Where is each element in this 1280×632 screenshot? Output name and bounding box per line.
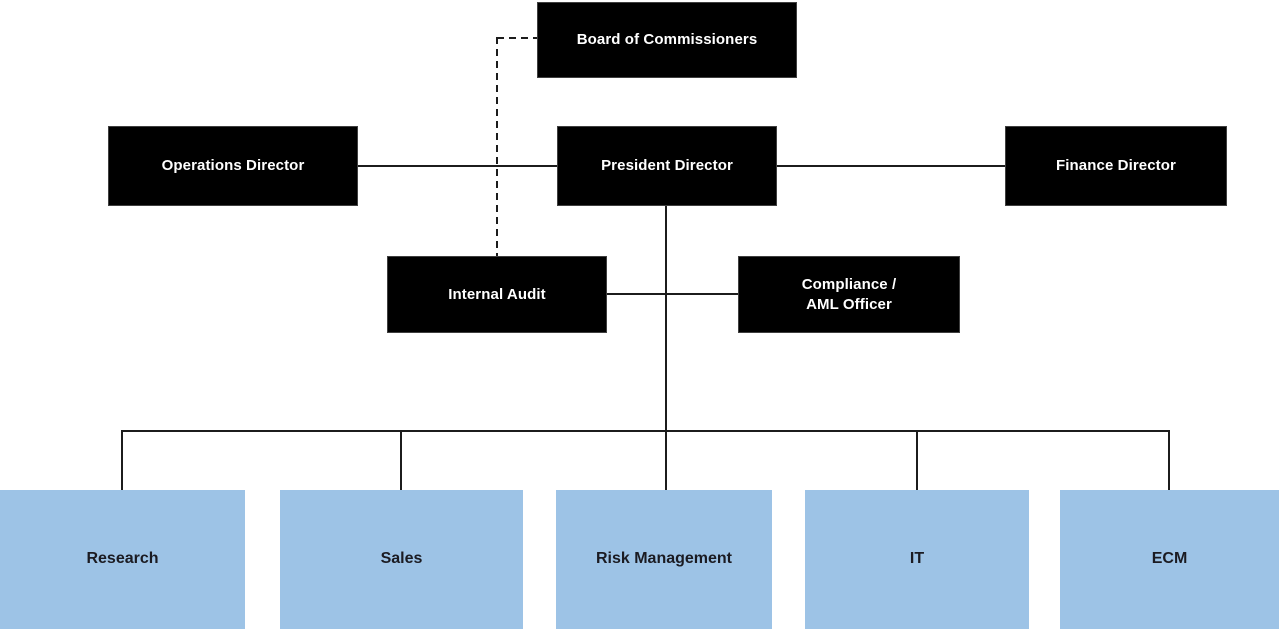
- connector-president-vertical-trunk: [665, 206, 667, 490]
- connector-drop-research: [121, 430, 123, 490]
- node-it-label: IT: [909, 550, 925, 568]
- node-risk-management-label: Risk Management: [595, 550, 733, 568]
- node-ecm-label: ECM: [1151, 550, 1188, 568]
- node-ecm: ECM: [1060, 490, 1279, 629]
- connector-departments-bar: [121, 430, 1170, 432]
- node-board-of-commissioners: Board of Commissioners: [537, 2, 797, 78]
- connector-internal-audit-to-compliance: [607, 293, 738, 295]
- node-research-label: Research: [86, 550, 159, 568]
- node-operations-director-label: Operations Director: [161, 157, 305, 175]
- node-board-of-commissioners-label: Board of Commissioners: [576, 31, 758, 49]
- node-it: IT: [805, 490, 1029, 629]
- connector-board-to-internal-audit-dashed-vertical: [496, 37, 498, 256]
- node-finance-director-label: Finance Director: [1056, 157, 1176, 175]
- node-internal-audit-label: Internal Audit: [448, 285, 546, 303]
- node-sales-label: Sales: [380, 550, 423, 568]
- connector-drop-sales: [400, 430, 402, 490]
- connector-drop-it: [916, 430, 918, 490]
- connector-president-to-finance: [777, 165, 1005, 167]
- node-operations-director: Operations Director: [108, 126, 358, 206]
- connector-board-to-internal-audit-dashed-horizontal: [497, 37, 537, 39]
- node-president-director: President Director: [557, 126, 777, 206]
- node-president-director-label: President Director: [601, 157, 733, 175]
- node-research: Research: [0, 490, 245, 629]
- node-compliance-aml-officer-label: Compliance / AML Officer: [801, 276, 897, 313]
- node-sales: Sales: [280, 490, 523, 629]
- node-risk-management: Risk Management: [556, 490, 772, 629]
- connector-drop-ecm: [1168, 430, 1170, 490]
- connector-operations-to-president: [358, 165, 557, 167]
- node-finance-director: Finance Director: [1005, 126, 1227, 206]
- node-compliance-aml-officer: Compliance / AML Officer: [738, 256, 960, 333]
- node-internal-audit: Internal Audit: [387, 256, 607, 333]
